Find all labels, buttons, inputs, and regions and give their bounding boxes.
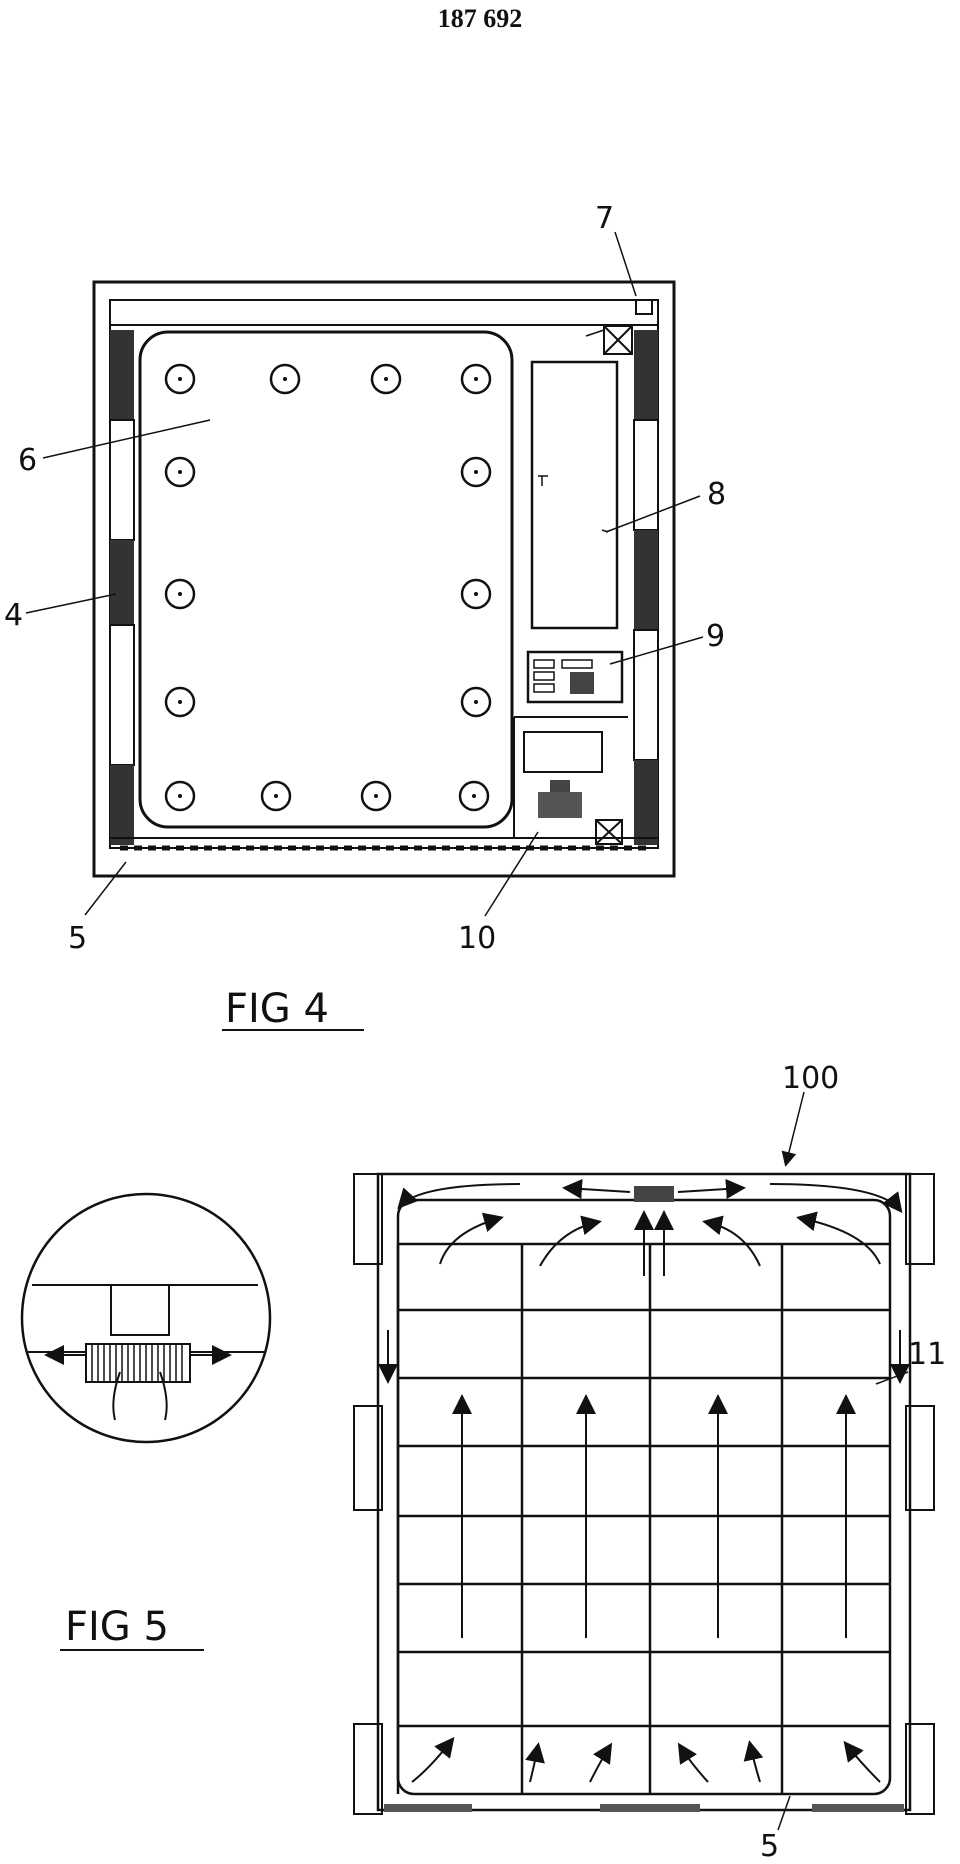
fig5-floor-rails (384, 1804, 904, 1812)
fig4-label-8: 8 (707, 477, 726, 512)
fig4-platform (138, 330, 514, 829)
fig5-label-100: 100 (782, 1061, 839, 1096)
fig5-inner-cargo-area (396, 1198, 892, 1796)
fig4-drawing: 7 6 8 4 9 5 10 FIG 4 (4, 201, 726, 1032)
fig4-posts (164, 363, 492, 812)
fig5-caption: FIG 5 (65, 1604, 169, 1650)
fig4-label-6: 6 (18, 443, 37, 478)
fig4-floor-strip (110, 837, 658, 851)
fig5-drawing: 100 11 5 FIG 5 (20, 1061, 946, 1864)
fig4-leader-lines (25, 231, 704, 917)
fig4-label-5: 5 (68, 921, 87, 956)
fig5-airflow-arrows (378, 1179, 910, 1783)
fig4-control-panel (526, 650, 624, 704)
fig4-cabinet (530, 360, 619, 630)
fig4-inner-frame (109, 299, 659, 849)
fig5-label-5: 5 (760, 1829, 779, 1859)
fig4-outer-frame (92, 280, 676, 878)
fig4-label-10: 10 (458, 921, 496, 956)
fig4-label-7: 7 (595, 201, 614, 236)
fig4-right-wall-panels (633, 330, 659, 845)
fig5-fan (634, 1186, 674, 1202)
fig5-leader-lines (777, 1091, 909, 1831)
fig4-corner-unit (603, 325, 633, 355)
fig4-caption: FIG 4 (225, 986, 329, 1032)
fig4-label-9: 9 (706, 619, 725, 654)
fig4-drive-unit (513, 716, 628, 845)
fig5-detail-circle (20, 1192, 272, 1444)
fig4-label-4: 4 (4, 598, 23, 633)
fig5-label-11: 11 (908, 1337, 946, 1372)
fig4-left-wall-panels (109, 330, 135, 845)
fig5-corner-castings (353, 1173, 935, 1815)
fig5-cargo-grid (396, 1242, 890, 1794)
patent-number: 187 692 (437, 4, 523, 33)
